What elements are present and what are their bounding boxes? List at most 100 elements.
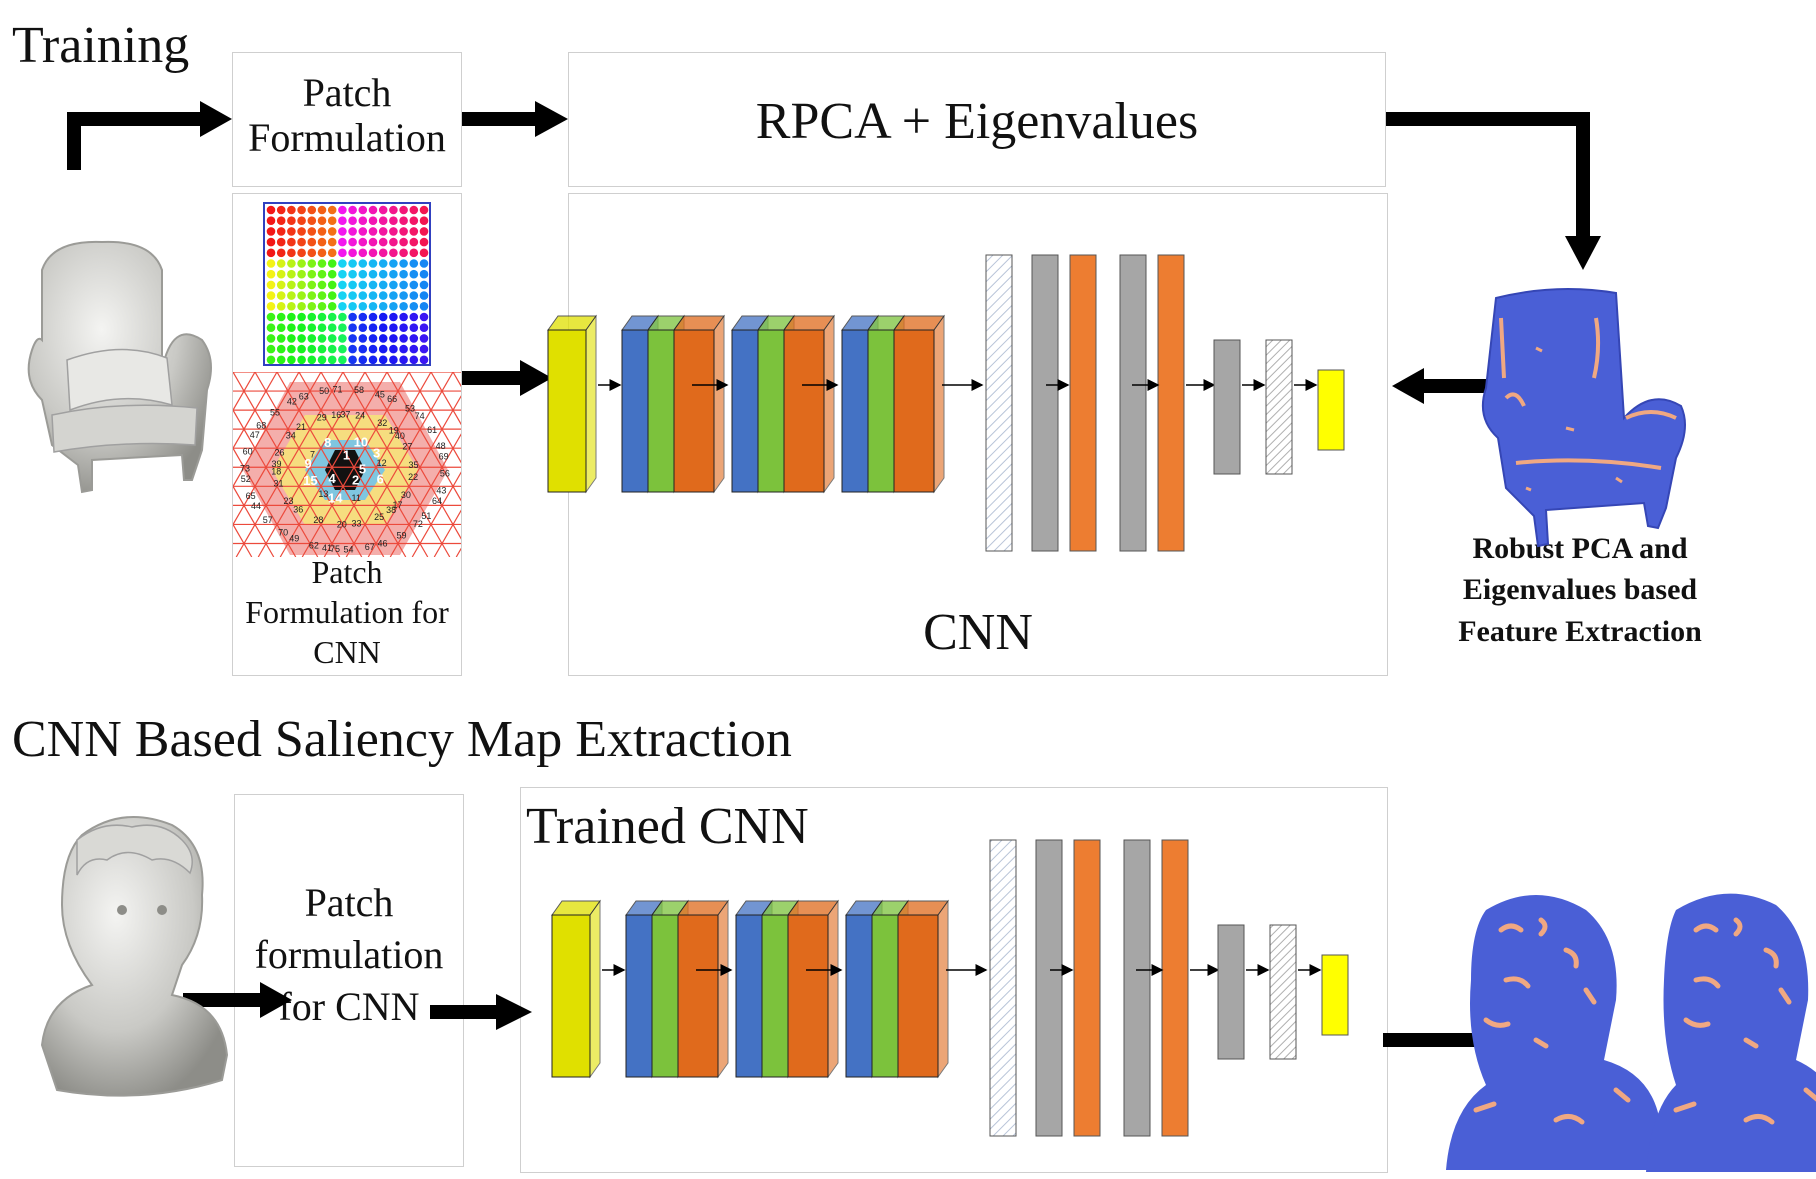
mesh-number: 17 bbox=[393, 500, 403, 510]
grid-dot bbox=[348, 227, 357, 236]
grid-dot bbox=[276, 323, 286, 333]
dropout-layer bbox=[985, 254, 1013, 552]
mesh-number: 64 bbox=[432, 496, 442, 506]
grid-dot bbox=[327, 291, 337, 300]
grid-dot bbox=[378, 269, 388, 279]
grid-dot bbox=[358, 291, 368, 300]
grid-dot bbox=[287, 323, 296, 333]
grid-dot bbox=[389, 237, 398, 247]
mesh-number: 60 bbox=[243, 446, 253, 456]
grid-dot bbox=[297, 259, 306, 268]
grid-dot bbox=[378, 291, 388, 300]
grid-dot bbox=[348, 216, 357, 225]
mesh-number: 41 bbox=[322, 543, 332, 553]
grid-dot bbox=[317, 355, 327, 365]
grid-dot bbox=[378, 302, 388, 311]
grid-dot bbox=[419, 259, 429, 268]
mesh-number: 58 bbox=[354, 385, 364, 395]
grid-dot bbox=[266, 312, 276, 322]
grid-dot bbox=[317, 302, 327, 311]
grid-dot bbox=[327, 259, 337, 268]
mesh-number: 65 bbox=[246, 491, 256, 501]
grid-dot bbox=[327, 334, 337, 343]
grid-dot bbox=[297, 269, 306, 279]
mesh-number: 24 bbox=[355, 411, 365, 421]
grid-dot bbox=[368, 269, 378, 279]
grid-dot bbox=[409, 248, 419, 258]
grid-dot bbox=[297, 227, 306, 236]
input-layer bbox=[547, 314, 597, 494]
mesh-number: 37 bbox=[340, 409, 350, 419]
grid-dot bbox=[348, 237, 357, 247]
grid-dot bbox=[307, 205, 317, 215]
mesh-number: 21 bbox=[296, 422, 306, 432]
grid-dot bbox=[389, 334, 398, 343]
mesh-number: 45 bbox=[375, 389, 385, 399]
grid-dot bbox=[419, 312, 429, 322]
grid-dot bbox=[368, 344, 378, 354]
grid-dot bbox=[368, 323, 378, 333]
grid-dot bbox=[409, 280, 419, 290]
grid-dot bbox=[327, 269, 337, 279]
inference-heading: CNN Based Saliency Map Extraction bbox=[12, 711, 792, 768]
grid-dot bbox=[266, 334, 276, 343]
grid-dot bbox=[276, 334, 286, 343]
grid-dot bbox=[378, 280, 388, 290]
grid-dot bbox=[378, 205, 388, 215]
grid-dot bbox=[368, 259, 378, 268]
grid-dot bbox=[419, 291, 429, 300]
grid-dot bbox=[338, 269, 347, 279]
grid-dot bbox=[276, 269, 286, 279]
grid-dot bbox=[297, 291, 306, 300]
grid-dot bbox=[368, 205, 378, 215]
grid-dot bbox=[368, 302, 378, 311]
grid-dot bbox=[389, 280, 398, 290]
mesh-number: 72 bbox=[413, 519, 423, 529]
mesh-number: 26 bbox=[275, 448, 285, 458]
grid-dot bbox=[338, 280, 347, 290]
mesh-number: 36 bbox=[293, 505, 303, 515]
conv-layer-orange bbox=[897, 899, 949, 1079]
grid-dot bbox=[276, 205, 286, 215]
grid-dot bbox=[266, 323, 276, 333]
patch-cnn-label: Patch Formulation for CNN bbox=[245, 554, 449, 670]
grid-dot bbox=[358, 248, 368, 258]
rpca-eigenvalues-label: RPCA + Eigenvalues bbox=[755, 93, 1199, 150]
grid-dot bbox=[399, 248, 408, 258]
grid-dot bbox=[338, 344, 347, 354]
grid-dot bbox=[327, 344, 337, 354]
rpca-eigenvalues-box: RPCA + Eigenvalues bbox=[568, 52, 1386, 187]
grid-dot bbox=[338, 248, 347, 258]
grid-dot bbox=[348, 248, 357, 258]
fc-layer-orange bbox=[1069, 254, 1097, 552]
grid-dot bbox=[287, 227, 296, 236]
grid-dot bbox=[419, 344, 429, 354]
mesh-number: 68 bbox=[256, 421, 266, 431]
grid-dot bbox=[338, 216, 347, 225]
grid-dot bbox=[287, 312, 296, 322]
grid-dot bbox=[276, 280, 286, 290]
grid-dot bbox=[378, 248, 388, 258]
mesh-number: 69 bbox=[439, 451, 449, 461]
grid-dot bbox=[317, 291, 327, 300]
grid-dot bbox=[307, 312, 317, 322]
grid-dot bbox=[338, 302, 347, 311]
grid-dot bbox=[378, 216, 388, 225]
grid-dot bbox=[378, 355, 388, 365]
grid-dot bbox=[348, 334, 357, 343]
grid-dot bbox=[327, 280, 337, 290]
fc-layer-gray bbox=[1119, 254, 1147, 552]
mesh-number: 29 bbox=[317, 413, 327, 423]
mesh-number: 5 bbox=[359, 461, 366, 476]
grid-dot bbox=[276, 302, 286, 311]
grid-dot bbox=[399, 344, 408, 354]
grid-dot bbox=[399, 259, 408, 268]
dropout-layer-small bbox=[1269, 924, 1297, 1060]
grid-dot bbox=[389, 227, 398, 236]
grid-dot bbox=[276, 291, 286, 300]
output-layer bbox=[1321, 954, 1349, 1036]
grid-dot bbox=[338, 259, 347, 268]
grid-dot bbox=[307, 237, 317, 247]
grid-dot bbox=[338, 291, 347, 300]
grid-dot bbox=[307, 248, 317, 258]
